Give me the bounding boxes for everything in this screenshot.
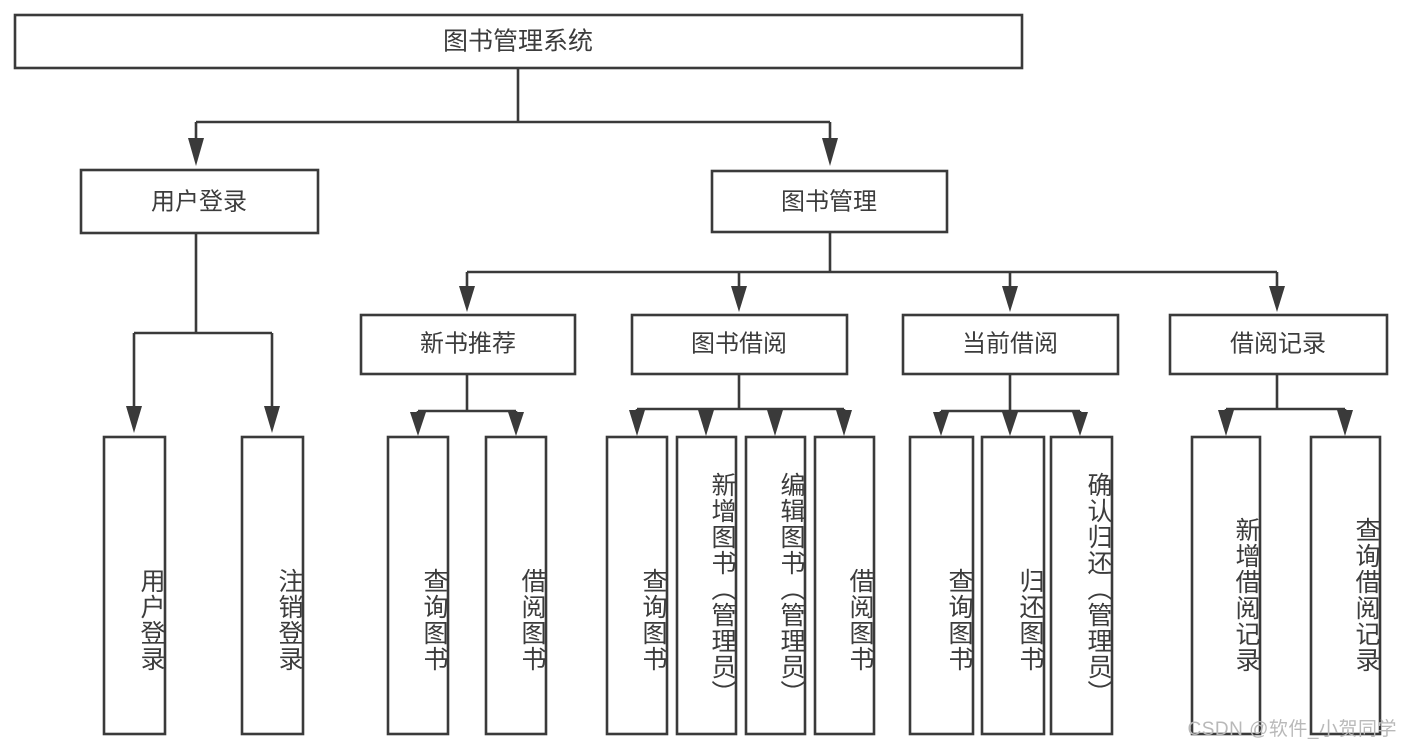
arrow-leaf-borrow-book-1: [508, 412, 524, 436]
node-book-borrow[interactable]: [630, 313, 849, 376]
node-borrow-record-label: 借阅记录: [1230, 330, 1326, 357]
node-leaf-edit-book[interactable]: [744, 435, 807, 736]
watermark: CSDN @软件_小贺同学: [1187, 719, 1397, 740]
arrow-leaf-add-book: [698, 410, 714, 436]
node-leaf-query-record[interactable]: [1309, 435, 1382, 736]
node-current-borrow-label: 当前借阅: [962, 330, 1058, 357]
node-root-label: 图书管理系统: [443, 28, 593, 56]
node-leaf-query-book-2[interactable]: [605, 435, 669, 736]
arrow-current-borrow: [1002, 286, 1018, 312]
arrow-leaf-query-book-2: [629, 410, 645, 436]
arrow-new-book-rec: [459, 286, 475, 312]
node-leaf-add-book[interactable]: [675, 435, 738, 736]
arrow-to-user-login: [188, 138, 204, 166]
node-book-borrow-label: 图书借阅: [691, 330, 787, 357]
node-leaf-return-book[interactable]: [980, 435, 1046, 736]
connector-layer: [126, 68, 1353, 436]
node-book-manage[interactable]: [710, 169, 949, 234]
arrow-book-borrow: [731, 286, 747, 312]
node-leaf-user-login[interactable]: [102, 435, 167, 736]
arrow-leaf-query-record: [1337, 410, 1353, 436]
node-user-login-label: 用户登录: [151, 188, 247, 215]
node-new-book-rec[interactable]: [359, 313, 577, 376]
arrow-leaf-edit-book: [767, 410, 783, 436]
node-leaf-borrow-book-2[interactable]: [813, 435, 876, 736]
arrow-leaf-logout: [264, 406, 280, 433]
node-layer: [13, 13, 1389, 736]
arrow-leaf-query-book-1: [410, 412, 426, 436]
node-root[interactable]: [13, 13, 1024, 70]
node-current-borrow[interactable]: [901, 313, 1120, 376]
node-leaf-confirm-return[interactable]: [1049, 435, 1114, 736]
node-leaf-add-record[interactable]: [1190, 435, 1262, 736]
arrow-leaf-confirm-return: [1072, 412, 1088, 436]
arrow-leaf-borrow-book-2: [836, 410, 852, 436]
label-layer: 图书管理系统 用户登录 图书管理 新书推荐 图书借阅 当前借阅 借阅记录: [151, 28, 1326, 358]
node-book-manage-label: 图书管理: [781, 188, 877, 215]
node-leaf-borrow-book-1[interactable]: [484, 435, 548, 736]
node-borrow-record[interactable]: [1168, 313, 1389, 376]
node-user-login[interactable]: [79, 168, 320, 235]
arrow-leaf-add-record: [1218, 410, 1234, 436]
node-leaf-logout[interactable]: [240, 435, 305, 736]
node-new-book-rec-label: 新书推荐: [420, 330, 516, 357]
arrow-leaf-return-book: [1002, 412, 1018, 436]
arrow-leaf-user-login: [126, 406, 142, 433]
arrow-leaf-query-book-3: [933, 412, 949, 436]
arrow-to-book-manage: [822, 138, 838, 166]
arrow-borrow-record: [1269, 286, 1285, 312]
node-leaf-query-book-1[interactable]: [386, 435, 450, 736]
node-leaf-query-book-3[interactable]: [908, 435, 975, 736]
